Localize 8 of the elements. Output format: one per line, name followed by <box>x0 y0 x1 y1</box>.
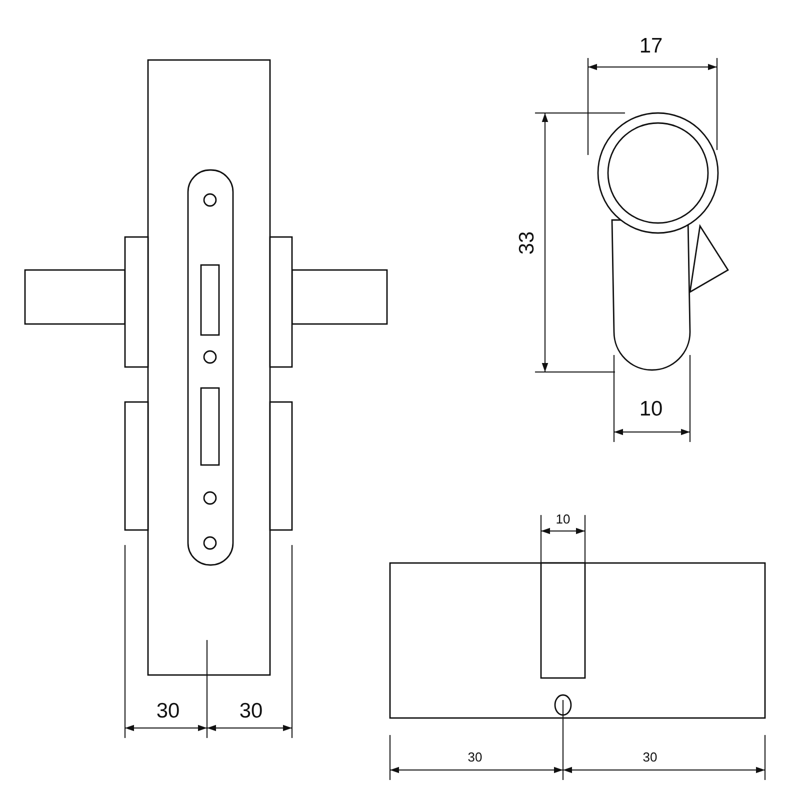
dimension-label: 10 <box>556 512 570 526</box>
dimension-label: 30 <box>642 750 658 764</box>
dimension-label: 33 <box>516 231 538 255</box>
dimension-label: 30 <box>468 750 482 764</box>
dimension-label: 30 <box>239 700 263 722</box>
dimension-label: 10 <box>639 398 663 420</box>
dimension-label: 17 <box>639 36 663 56</box>
dimension-label: 30 <box>156 700 180 722</box>
